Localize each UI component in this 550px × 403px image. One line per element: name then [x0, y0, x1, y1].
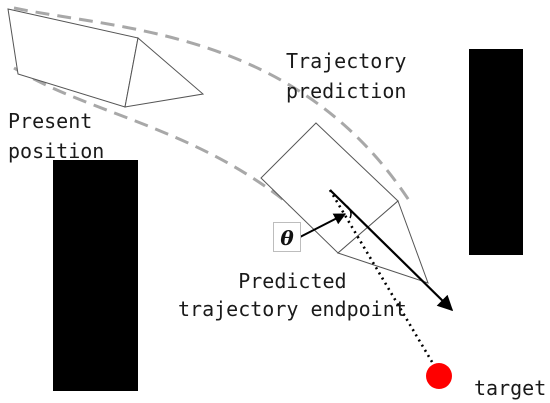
trajectory-label-line2: prediction: [286, 79, 407, 103]
present-vehicle: [7, 8, 205, 108]
endpoint-label-line1: Predicted: [238, 269, 347, 293]
theta-angle-label: θ: [273, 222, 301, 252]
trajectory-label-line1: Trajectory: [286, 49, 407, 73]
theta-pointer-arrow: [299, 213, 347, 238]
endpoint-label-line2: trajectory endpoint: [178, 297, 407, 321]
predicted-endpoint-label: Predicted trajectory endpoint: [178, 267, 407, 323]
present-label-line2: position: [8, 139, 105, 163]
present-label-line1: Present: [8, 109, 93, 133]
trajectory-dashed-upper: [13, 6, 414, 206]
obstacle-left: [53, 160, 138, 391]
trajectory-prediction-label: Trajectory prediction: [286, 46, 406, 106]
target-dot: [426, 363, 452, 389]
target-label: target: [474, 376, 547, 400]
present-position-label: Present position: [8, 106, 104, 166]
angle-arc: [346, 205, 352, 219]
obstacle-right: [469, 49, 523, 255]
